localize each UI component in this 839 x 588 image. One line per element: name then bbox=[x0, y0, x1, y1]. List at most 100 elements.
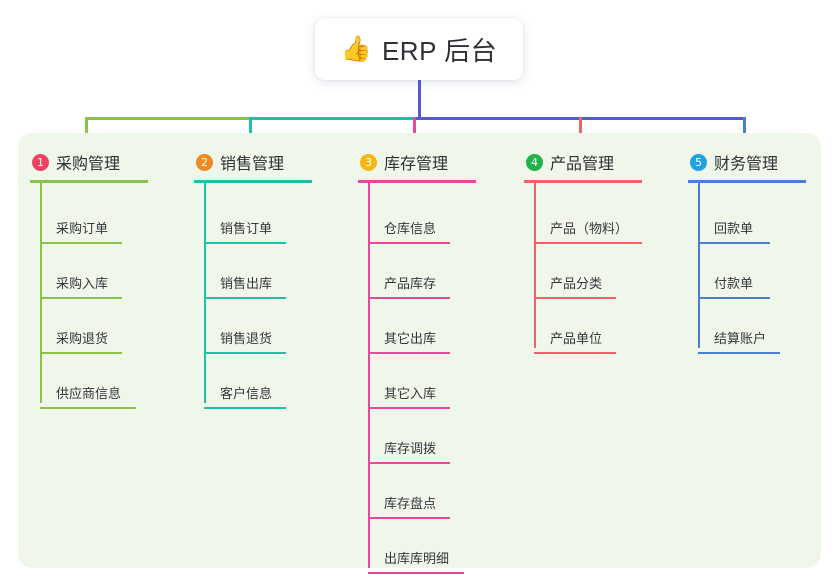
branch-header-2[interactable]: 2 销售管理 bbox=[194, 147, 344, 177]
branch-rule-5 bbox=[688, 180, 806, 183]
leaf-item[interactable]: 销售出库 bbox=[194, 244, 344, 299]
leaf-item[interactable]: 库存盘点 bbox=[358, 464, 508, 519]
branch-rule-2 bbox=[194, 180, 312, 183]
leaf-label: 采购订单 bbox=[56, 221, 109, 236]
leaf-rule bbox=[40, 407, 136, 409]
leaf-label: 销售订单 bbox=[220, 221, 273, 236]
branch-body-4: 产品（物料） 产品分类产品单位 bbox=[524, 183, 674, 354]
branch-title-1: 采购管理 bbox=[56, 156, 121, 173]
leaf-item[interactable]: 出库库明细 bbox=[358, 519, 508, 574]
leaf-item[interactable]: 采购退货 bbox=[30, 299, 180, 354]
leaf-rule bbox=[368, 297, 450, 299]
horizontal-connector-4 bbox=[579, 117, 745, 120]
branch-rule-1 bbox=[30, 180, 148, 183]
leaf-rule bbox=[368, 407, 450, 409]
leaf-rule bbox=[368, 572, 464, 574]
branch-spine-3 bbox=[368, 183, 370, 568]
leaf-item[interactable]: 采购订单 bbox=[30, 189, 180, 244]
horizontal-connector-2 bbox=[249, 117, 413, 120]
branch-title-5: 财务管理 bbox=[714, 156, 779, 173]
root-stem-connector bbox=[418, 80, 421, 118]
leaf-label: 其它入库 bbox=[384, 386, 437, 401]
leaf-label: 销售退货 bbox=[220, 331, 273, 346]
leaf-item[interactable]: 其它入库 bbox=[358, 354, 508, 409]
leaf-label: 库存调拨 bbox=[384, 441, 437, 456]
leaf-item[interactable]: 采购入库 bbox=[30, 244, 180, 299]
branch-badge-5: 5 bbox=[690, 153, 707, 171]
branch-title-4: 产品管理 bbox=[550, 156, 615, 173]
leaf-label: 仓库信息 bbox=[384, 221, 437, 236]
root-node[interactable]: 👍 ERP 后台 bbox=[315, 18, 523, 80]
leaf-label: 产品分类 bbox=[550, 276, 603, 291]
leaf-label: 出库库明细 bbox=[384, 551, 450, 566]
leaf-item[interactable]: 供应商信息 bbox=[30, 354, 180, 409]
leaf-item[interactable]: 产品库存 bbox=[358, 244, 508, 299]
leaf-rule bbox=[698, 352, 780, 354]
leaf-label: 其它出库 bbox=[384, 331, 437, 346]
leaf-rule bbox=[204, 297, 286, 299]
branch-column-3: 3 库存管理仓库信息产品库存其它出库其它入库库存调拨库存盘点出库库明细 bbox=[358, 147, 508, 574]
leaf-rule bbox=[534, 242, 642, 244]
leaf-item[interactable]: 销售退货 bbox=[194, 299, 344, 354]
leaf-rule bbox=[534, 352, 616, 354]
branch-title-2: 销售管理 bbox=[220, 156, 285, 173]
leaf-label: 供应商信息 bbox=[56, 386, 122, 401]
leaf-label: 产品单位 bbox=[550, 331, 603, 346]
branches-panel: 1 采购管理采购订单采购入库采购退货供应商信息 2 销售管理销售订单销售出库销售退货客… bbox=[18, 133, 821, 574]
leaf-item[interactable]: 付款单 bbox=[688, 244, 818, 299]
leaf-rule bbox=[204, 352, 286, 354]
branch-badge-3: 3 bbox=[360, 153, 377, 171]
leaf-rule bbox=[368, 242, 450, 244]
branch-spine-5 bbox=[698, 183, 700, 348]
leaf-item[interactable]: 产品分类 bbox=[524, 244, 674, 299]
leaf-rule bbox=[204, 407, 286, 409]
leaf-item[interactable]: 结算账户 bbox=[688, 299, 818, 354]
branch-body-1: 采购订单采购入库采购退货供应商信息 bbox=[30, 183, 180, 409]
leaf-rule bbox=[40, 242, 122, 244]
leaf-label: 付款单 bbox=[714, 276, 754, 291]
branch-spine-1 bbox=[40, 183, 42, 403]
branch-column-5: 5 财务管理回款单付款单结算账户 bbox=[688, 147, 818, 354]
leaf-item[interactable]: 回款单 bbox=[688, 189, 818, 244]
branch-title-3: 库存管理 bbox=[384, 156, 449, 173]
leaf-rule bbox=[40, 297, 122, 299]
leaf-item[interactable]: 产品（物料） bbox=[524, 189, 674, 244]
leaf-item[interactable]: 产品单位 bbox=[524, 299, 674, 354]
leaf-item[interactable]: 库存调拨 bbox=[358, 409, 508, 464]
branch-rule-4 bbox=[524, 180, 642, 183]
leaf-rule bbox=[368, 517, 450, 519]
branch-column-4: 4 产品管理产品（物料） 产品分类产品单位 bbox=[524, 147, 674, 354]
leaf-label: 客户信息 bbox=[220, 386, 273, 401]
branch-badge-2: 2 bbox=[196, 153, 213, 171]
branch-column-2: 2 销售管理销售订单销售出库销售退货客户信息 bbox=[194, 147, 344, 409]
drop-connector-4 bbox=[579, 117, 582, 143]
drop-connector-5 bbox=[743, 117, 746, 143]
branch-badge-1: 1 bbox=[32, 153, 49, 171]
branch-rule-3 bbox=[358, 180, 476, 183]
leaf-label: 采购退货 bbox=[56, 331, 109, 346]
branch-header-4[interactable]: 4 产品管理 bbox=[524, 147, 674, 177]
root-title: ERP 后台 bbox=[381, 35, 498, 66]
branch-column-1: 1 采购管理采购订单采购入库采购退货供应商信息 bbox=[30, 147, 180, 409]
leaf-item[interactable]: 其它出库 bbox=[358, 299, 508, 354]
branch-header-1[interactable]: 1 采购管理 bbox=[30, 147, 180, 177]
leaf-rule bbox=[698, 297, 770, 299]
leaf-label: 结算账户 bbox=[714, 331, 767, 346]
leaf-rule bbox=[40, 352, 122, 354]
leaf-label: 回款单 bbox=[714, 221, 754, 236]
leaf-rule bbox=[534, 297, 616, 299]
leaf-item[interactable]: 仓库信息 bbox=[358, 189, 508, 244]
branch-body-3: 仓库信息产品库存其它出库其它入库库存调拨库存盘点出库库明细 bbox=[358, 183, 508, 574]
branch-badge-4: 4 bbox=[526, 153, 543, 171]
leaf-rule bbox=[368, 352, 450, 354]
leaf-label: 采购入库 bbox=[56, 276, 109, 291]
drop-connector-2 bbox=[249, 117, 252, 143]
leaf-item[interactable]: 客户信息 bbox=[194, 354, 344, 409]
branch-header-5[interactable]: 5 财务管理 bbox=[688, 147, 818, 177]
leaf-label: 库存盘点 bbox=[384, 496, 437, 511]
leaf-label: 产品库存 bbox=[384, 276, 437, 291]
branch-header-3[interactable]: 3 库存管理 bbox=[358, 147, 508, 177]
leaf-item[interactable]: 销售订单 bbox=[194, 189, 344, 244]
branch-spine-2 bbox=[204, 183, 206, 403]
leaf-label: 销售出库 bbox=[220, 276, 273, 291]
